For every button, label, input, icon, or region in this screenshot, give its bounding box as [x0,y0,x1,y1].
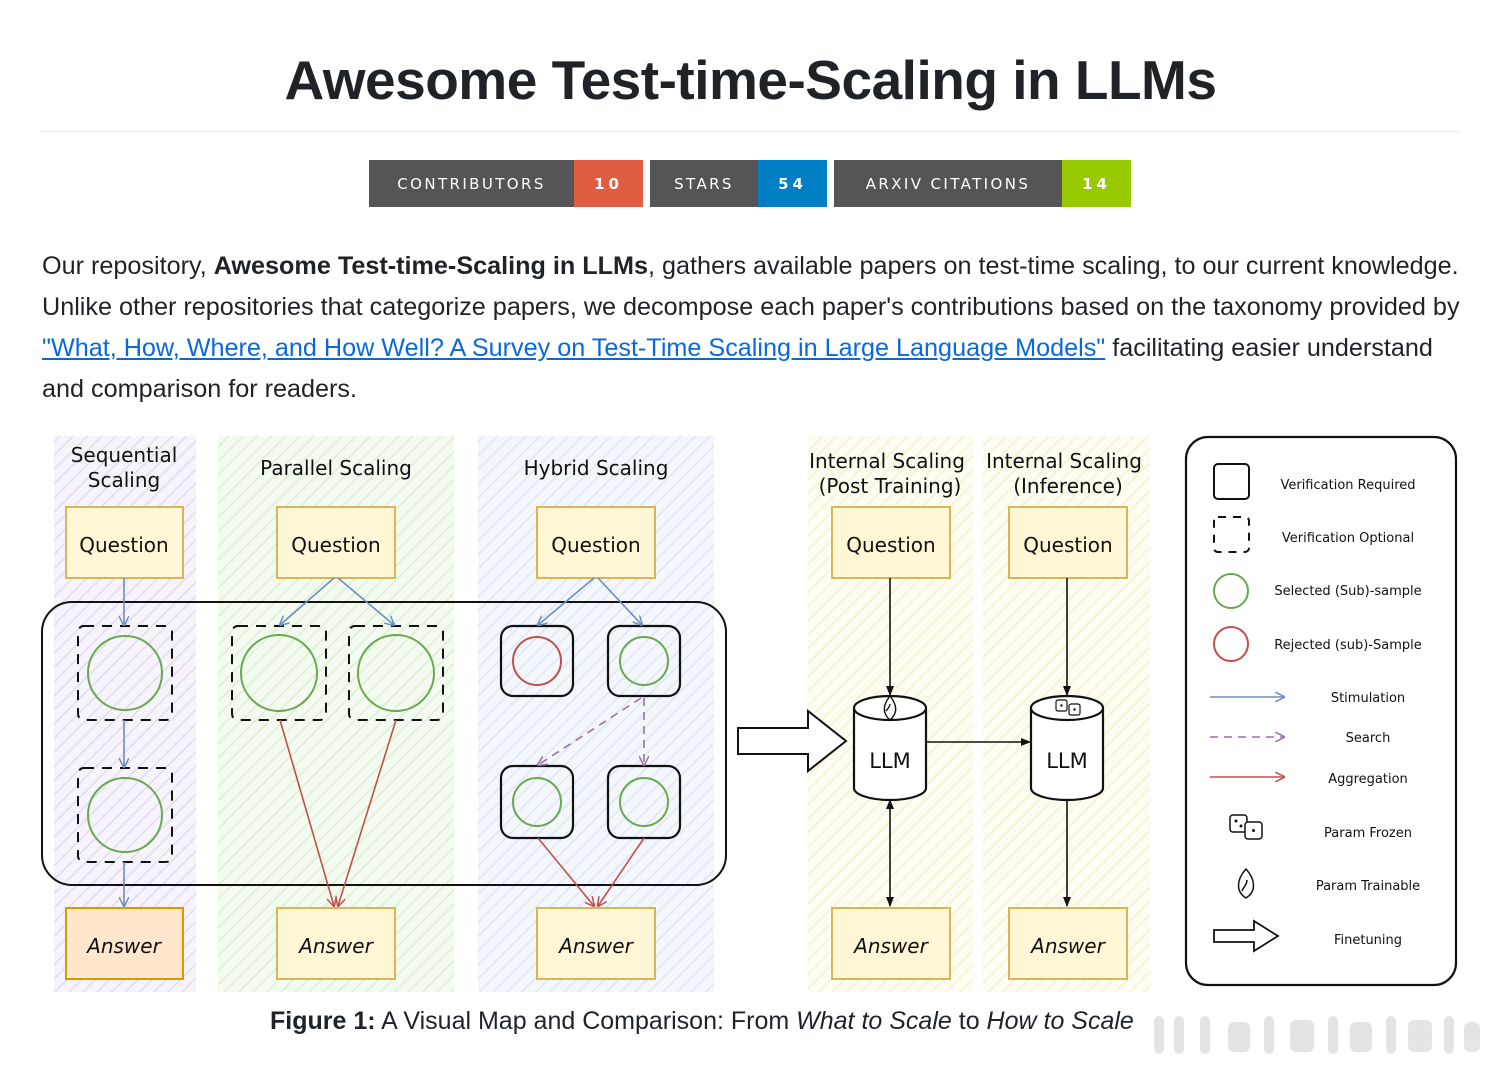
selected-sample-icon [87,777,163,853]
answer-label: Answer [557,934,634,958]
parallel-title: Parallel Scaling [260,456,412,480]
search-arrows [538,697,644,765]
dashed-sample-box [77,625,173,721]
question-box-internal-post: Question [831,506,951,579]
answer-label: Answer [1029,934,1106,958]
hybrid-title: Hybrid Scaling [524,456,669,480]
legend-label: Verification Optional [1282,531,1414,546]
legend-label: Rejected (sub)-Sample [1274,638,1422,653]
stimulation-arrows [124,577,642,906]
caption-text: to [951,1007,987,1035]
badge-value: 54 [758,160,827,207]
dashed-sample-box [77,767,173,863]
legend-label: Param Frozen [1324,826,1412,841]
caption-label: Figure 1: [270,1007,376,1035]
survey-link[interactable]: "What, How, Where, and How Well? A Surve… [42,334,1106,362]
selected-sample-icon [87,635,163,711]
legend-box [1184,435,1458,987]
answer-label: Answer [852,934,929,958]
legend-label: Param Trainable [1316,879,1420,894]
selected-sample-icon [357,634,435,712]
answer-box-sequential: Answer [65,907,184,980]
answer-box-parallel: Answer [276,907,396,980]
contributors-badge[interactable]: CONTRIBUTORS 10 [369,160,643,207]
badge-label: STARS [650,160,758,207]
flame-icon [883,694,897,721]
solid-sample-box [606,624,682,698]
watermark-overlay [1140,1008,1485,1060]
dice-icon [1229,814,1263,840]
intro-text: Our repository, [42,252,214,280]
intro-text: facilitating easier understand and compa… [42,334,1433,403]
question-box-hybrid: Question [536,506,656,579]
legend-label: Aggregation [1328,772,1408,787]
scaling-container [41,601,727,886]
selected-sample-icon [240,634,318,712]
llm-label: LLM [869,749,911,773]
question-label: Question [79,533,168,557]
internal-inference-title-1: Internal Scaling [986,449,1142,473]
aggregation-arrows [279,719,645,906]
badge-value: 10 [574,160,643,207]
selected-sample-icon [619,777,669,827]
intro-paragraph: Our repository, Awesome Test-time-Scalin… [42,246,1467,410]
legend-label: Stimulation [1331,691,1405,706]
llm-trainable: LLM [852,694,928,802]
arxiv-citations-badge[interactable]: ARXIV CITATIONS 14 [834,160,1131,207]
legend: Verification Required Verification Optio… [1184,435,1458,987]
dashed-box-icon [1213,516,1250,553]
flame-icon [1237,867,1255,899]
page-title: Awesome Test-time-Scaling in LLMs [284,49,1217,111]
big-arrow-icon [1213,919,1280,953]
question-box-parallel: Question [276,506,396,579]
internal-inference-title-2: (Inference) [1013,474,1123,498]
internal-post-title-1: Internal Scaling [809,449,965,473]
question-label: Question [291,533,380,557]
question-box-sequential: Question [65,506,184,579]
finetuning-arrow-icon [737,708,848,774]
badge-value: 14 [1062,160,1131,207]
question-label: Question [846,533,935,557]
intro-text: , gathers available papers on test-time … [42,252,1460,321]
solid-box-icon [1213,463,1250,500]
legend-label: Selected (Sub)-sample [1274,584,1421,599]
answer-label: Answer [85,934,162,958]
legend-label: Finetuning [1334,933,1402,948]
stars-badge[interactable]: STARS 54 [650,160,827,207]
selected-sample-icon [512,777,562,827]
question-label: Question [1023,533,1112,557]
caption-emphasis: How to Scale [986,1007,1134,1035]
title-divider [41,131,1459,132]
legend-label: Verification Required [1280,478,1415,493]
selected-sample-icon [619,636,669,686]
answer-box-internal-post: Answer [831,907,951,980]
question-label: Question [551,533,640,557]
caption-emphasis: What to Scale [796,1007,952,1035]
caption-text: A Visual Map and Comparison: From [375,1007,797,1035]
rejected-sample-icon [512,636,562,686]
llm-frozen: LLM [1029,694,1105,802]
question-box-internal-inference: Question [1008,506,1128,579]
red-circle-icon [1213,626,1249,662]
green-circle-icon [1213,573,1249,609]
answer-box-internal-inference: Answer [1008,907,1128,980]
badge-label: ARXIV CITATIONS [834,160,1062,207]
badge-label: CONTRIBUTORS [369,160,574,207]
dice-icon [1055,699,1081,716]
answer-label: Answer [297,934,374,958]
repo-name: Awesome Test-time-Scaling in LLMs [213,252,649,280]
legend-label: Search [1346,731,1391,746]
answer-box-hybrid: Answer [536,907,656,980]
internal-arrows [886,578,1071,907]
watermark-glyphs [1154,1016,1480,1054]
figure-caption: Figure 1: A Visual Map and Comparison: F… [270,1007,1134,1036]
llm-label: LLM [1046,749,1088,773]
internal-post-title-2: (Post Training) [819,474,962,498]
